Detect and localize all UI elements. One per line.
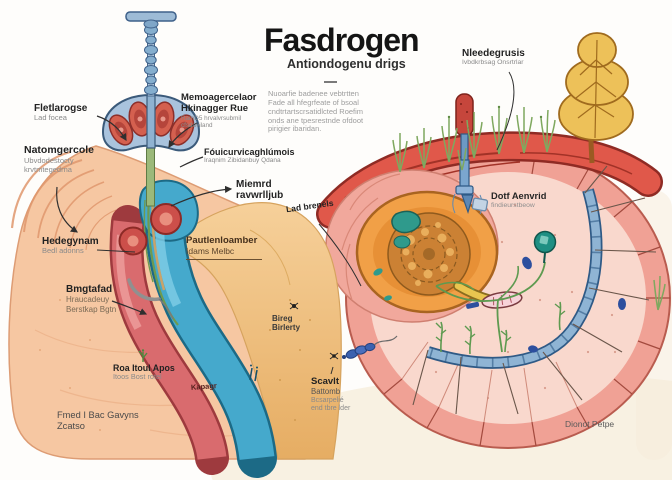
label-sub: krvtmtegedrna — [24, 164, 72, 174]
paragraph-line: Nuoarfie badenee vebtrtten — [268, 89, 359, 98]
follicle — [355, 190, 523, 314]
label-title: Kapagr — [190, 381, 218, 392]
label-title: Pautlenloamber — [186, 235, 258, 246]
red-donut — [118, 203, 182, 256]
label-sub: Iraqnim Zibidanbuy Qdana — [204, 157, 281, 165]
label-title: Memoagercelaor — [181, 92, 257, 103]
teal-patch — [391, 210, 421, 234]
vessel-network — [412, 165, 657, 415]
tubes — [109, 179, 277, 478]
radial-spokes — [412, 165, 657, 415]
label-title: Hkinagger Rue — [181, 102, 249, 114]
paragraph-line: onds ane tpesrestnde ofdoot — [268, 115, 364, 125]
hook-instrument — [127, 278, 161, 302]
paragraph-line: cndtrtartscrsatidlcted Roefim — [268, 106, 364, 116]
label-sub: Ubvdodestocty — [24, 155, 74, 165]
page-subtitle: Antiondogenu drigs — [287, 57, 406, 71]
label-title: Bmgtafad — [66, 284, 113, 295]
green-sprouts — [435, 261, 566, 355]
intro-paragraph: Nuoarfie badenee vebtrtten Fade all hfeg… — [268, 89, 386, 134]
label-title: Zcatso — [57, 420, 85, 431]
title-divider — [324, 81, 337, 84]
label-sub: Itoos Bost rotel — [113, 372, 162, 382]
label-title: Nleedegrusis — [462, 48, 525, 59]
label-sub: Battomb — [311, 386, 341, 396]
label-memoagercelaor: Memoagercelaor Hkinagger Rue RamD5 hrval… — [181, 92, 273, 129]
bug-icon — [289, 302, 299, 310]
label-kapagr: Kapagr — [190, 381, 218, 392]
rim-segments — [383, 149, 670, 447]
label-dionot-petpe: Dionot Petpe — [565, 419, 615, 430]
label-sub: Idams Melbc — [186, 245, 235, 256]
leader-lines — [56, 71, 515, 375]
label-dotf-aenvrid: Dotf Aenvrid findieurstbeow — [491, 191, 546, 209]
label-pautlenloamber: Pautlenloamber Idams Melbc — [186, 235, 262, 260]
label-title: Fletlarogse — [34, 103, 88, 114]
blue-particles — [466, 256, 626, 353]
paragraph-line: pirigier ibaridan. — [268, 124, 322, 134]
label-title: Dionot Petpe — [565, 419, 615, 429]
label-title: Fmed I Bac Gavyns — [57, 410, 139, 420]
label-nleedegrusis: Nleedegrusis Ivbdkrbsag Onsrtrlar — [462, 48, 525, 67]
label-roa-itoul: Roa Itoul Apos Itoos Bost rotel — [113, 363, 175, 381]
paragraph-line: Fade all hfegrfeate of bsoal — [268, 97, 359, 107]
applicator-device — [452, 93, 489, 215]
label-bireg: Bireg Birlerty — [272, 314, 300, 332]
label-title: Hedegynam — [42, 236, 99, 247]
label-sub: Ivbdkrbsag Onsrtrlar — [462, 59, 524, 67]
label-sub: end tbre lder — [311, 404, 351, 412]
label-bmgtafad: Bmgtafad Hraucadeuy Berstkap Bgtn — [66, 284, 116, 314]
label-sub: RamD5 hrvalvrsubmil cfsdaviland — [181, 114, 242, 129]
label-fletlarogse: Fletlarogse Lad focea — [34, 103, 87, 123]
cube-icon — [471, 197, 489, 212]
label-title: Roa Itoul Apos — [113, 363, 175, 373]
label-sub: findieurstbeow — [491, 201, 535, 209]
orange-wedge — [168, 202, 342, 460]
label-title: Bireg — [272, 314, 293, 323]
label-title: Natomgercole — [24, 144, 95, 156]
label-miemrd: Miemrd ravwrlljub — [236, 179, 283, 202]
seedling-icon — [138, 349, 148, 362]
inner-folds — [401, 341, 578, 423]
label-sub: Berstkap Bgtn — [66, 304, 117, 314]
teal-ball — [533, 230, 557, 264]
label-sub: Bcsarpelié — [311, 396, 344, 404]
bug-icon — [329, 352, 339, 360]
label-natomgercole: Natomgercole Ubvdodestocty krvtmtegedrna — [24, 144, 95, 174]
skin-swirl — [10, 150, 117, 251]
sperm-icon — [342, 335, 398, 359]
label-sub: Lad focea — [34, 113, 67, 123]
label-title: Birlerty — [272, 323, 301, 333]
label-fmed: Fmed I Bac Gavyns Zcatso — [57, 410, 139, 431]
tree-illustration — [558, 32, 634, 164]
label-underline — [186, 258, 262, 260]
label-fouicurvicaghlumois: Fóuicurvicaghlúmois Iraqnim Zibidanbuy Q… — [204, 147, 295, 165]
label-title: Miemrd — [236, 179, 272, 190]
tree-veins — [575, 39, 617, 139]
label-title: Scavlt — [311, 376, 339, 387]
wedge-specks — [269, 299, 311, 421]
label-title: Fóuicurvicaghlúmois — [204, 147, 295, 157]
label-sub: Bedl adonns — [42, 246, 84, 256]
label-title: ravwrlljub — [236, 190, 284, 202]
shaft-beads — [144, 25, 158, 95]
label-sub: Hraucadeuy — [66, 295, 110, 305]
page-title: Fasdrogen — [264, 22, 420, 58]
label-title: Dotf Aenvrid — [491, 191, 547, 201]
tube-glyph — [249, 364, 258, 382]
label-hedegynam: Hedegynam Bedl adonns — [42, 236, 99, 256]
label-scavlt: Scavlt Battomb Bcsarpelié end tbre lder — [311, 376, 351, 413]
